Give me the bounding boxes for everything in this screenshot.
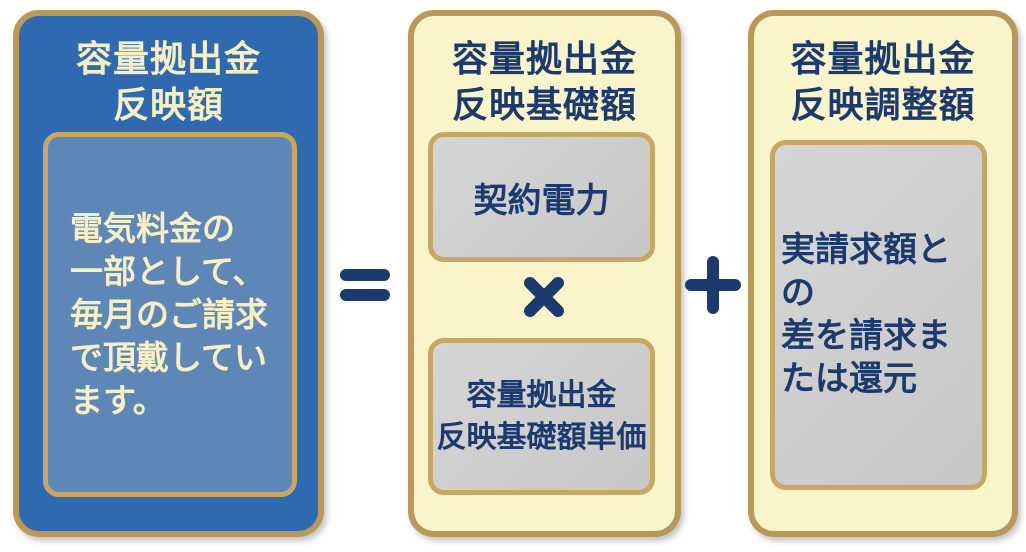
multiply-icon: × (521, 274, 567, 320)
base-card-title: 容量拠出金 反映基礎額 (451, 38, 637, 125)
unit-price-box: 容量拠出金 反映基礎額単価 (428, 338, 655, 495)
result-card-title: 容量拠出金 反映額 (75, 38, 261, 125)
result-card: 容量拠出金 反映額 電気料金の 一部として、 毎月のご請求 で頂戴してい ます。 (13, 10, 324, 537)
contract-power-text: 契約電力 (473, 181, 610, 220)
equals-icon: = (338, 263, 392, 307)
contract-power-box: 契約電力 (428, 132, 655, 262)
adjustment-description-text: 実請求額との 差を請求ま たは還元 (781, 231, 951, 398)
adjustment-card: 容量拠出金 反映調整額 実請求額との 差を請求ま たは還元 (748, 10, 1018, 537)
base-card: 容量拠出金 反映基礎額 契約電力 × 容量拠出金 反映基礎額単価 (408, 10, 681, 537)
plus-icon: + (685, 256, 741, 314)
result-description-text: 電気料金の 一部として、 毎月のご請求 で頂戴してい ます。 (70, 210, 268, 419)
adjustment-description-box: 実請求額との 差を請求ま たは還元 (770, 140, 987, 490)
result-description-box: 電気料金の 一部として、 毎月のご請求 で頂戴してい ます。 (43, 132, 297, 497)
adjustment-card-title: 容量拠出金 反映調整額 (790, 38, 976, 125)
unit-price-text: 容量拠出金 反映基礎額単価 (436, 378, 647, 454)
